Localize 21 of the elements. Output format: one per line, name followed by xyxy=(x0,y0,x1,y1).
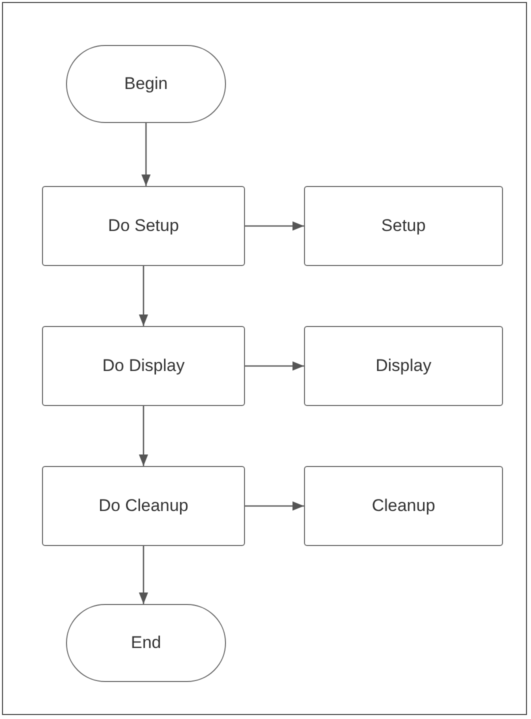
arrow xyxy=(245,221,304,231)
node-label: Do Display xyxy=(102,356,185,376)
process-box xyxy=(304,326,503,406)
arrow xyxy=(138,406,148,466)
process-box xyxy=(42,466,245,546)
process-box xyxy=(42,186,245,266)
node-label: Setup xyxy=(381,216,426,236)
node-label: Begin xyxy=(124,74,168,94)
node-label: Do Setup xyxy=(108,216,179,236)
process-box xyxy=(304,186,503,266)
arrow xyxy=(245,501,304,511)
process-box xyxy=(304,466,503,546)
arrow xyxy=(245,361,304,371)
arrow xyxy=(141,123,151,186)
node-label: Cleanup xyxy=(372,496,436,516)
arrow xyxy=(138,546,148,604)
node-label: Display xyxy=(376,356,432,376)
process-box xyxy=(42,326,245,406)
node-label: Do Cleanup xyxy=(98,496,188,516)
arrow xyxy=(138,266,148,326)
node-label: End xyxy=(130,633,162,653)
